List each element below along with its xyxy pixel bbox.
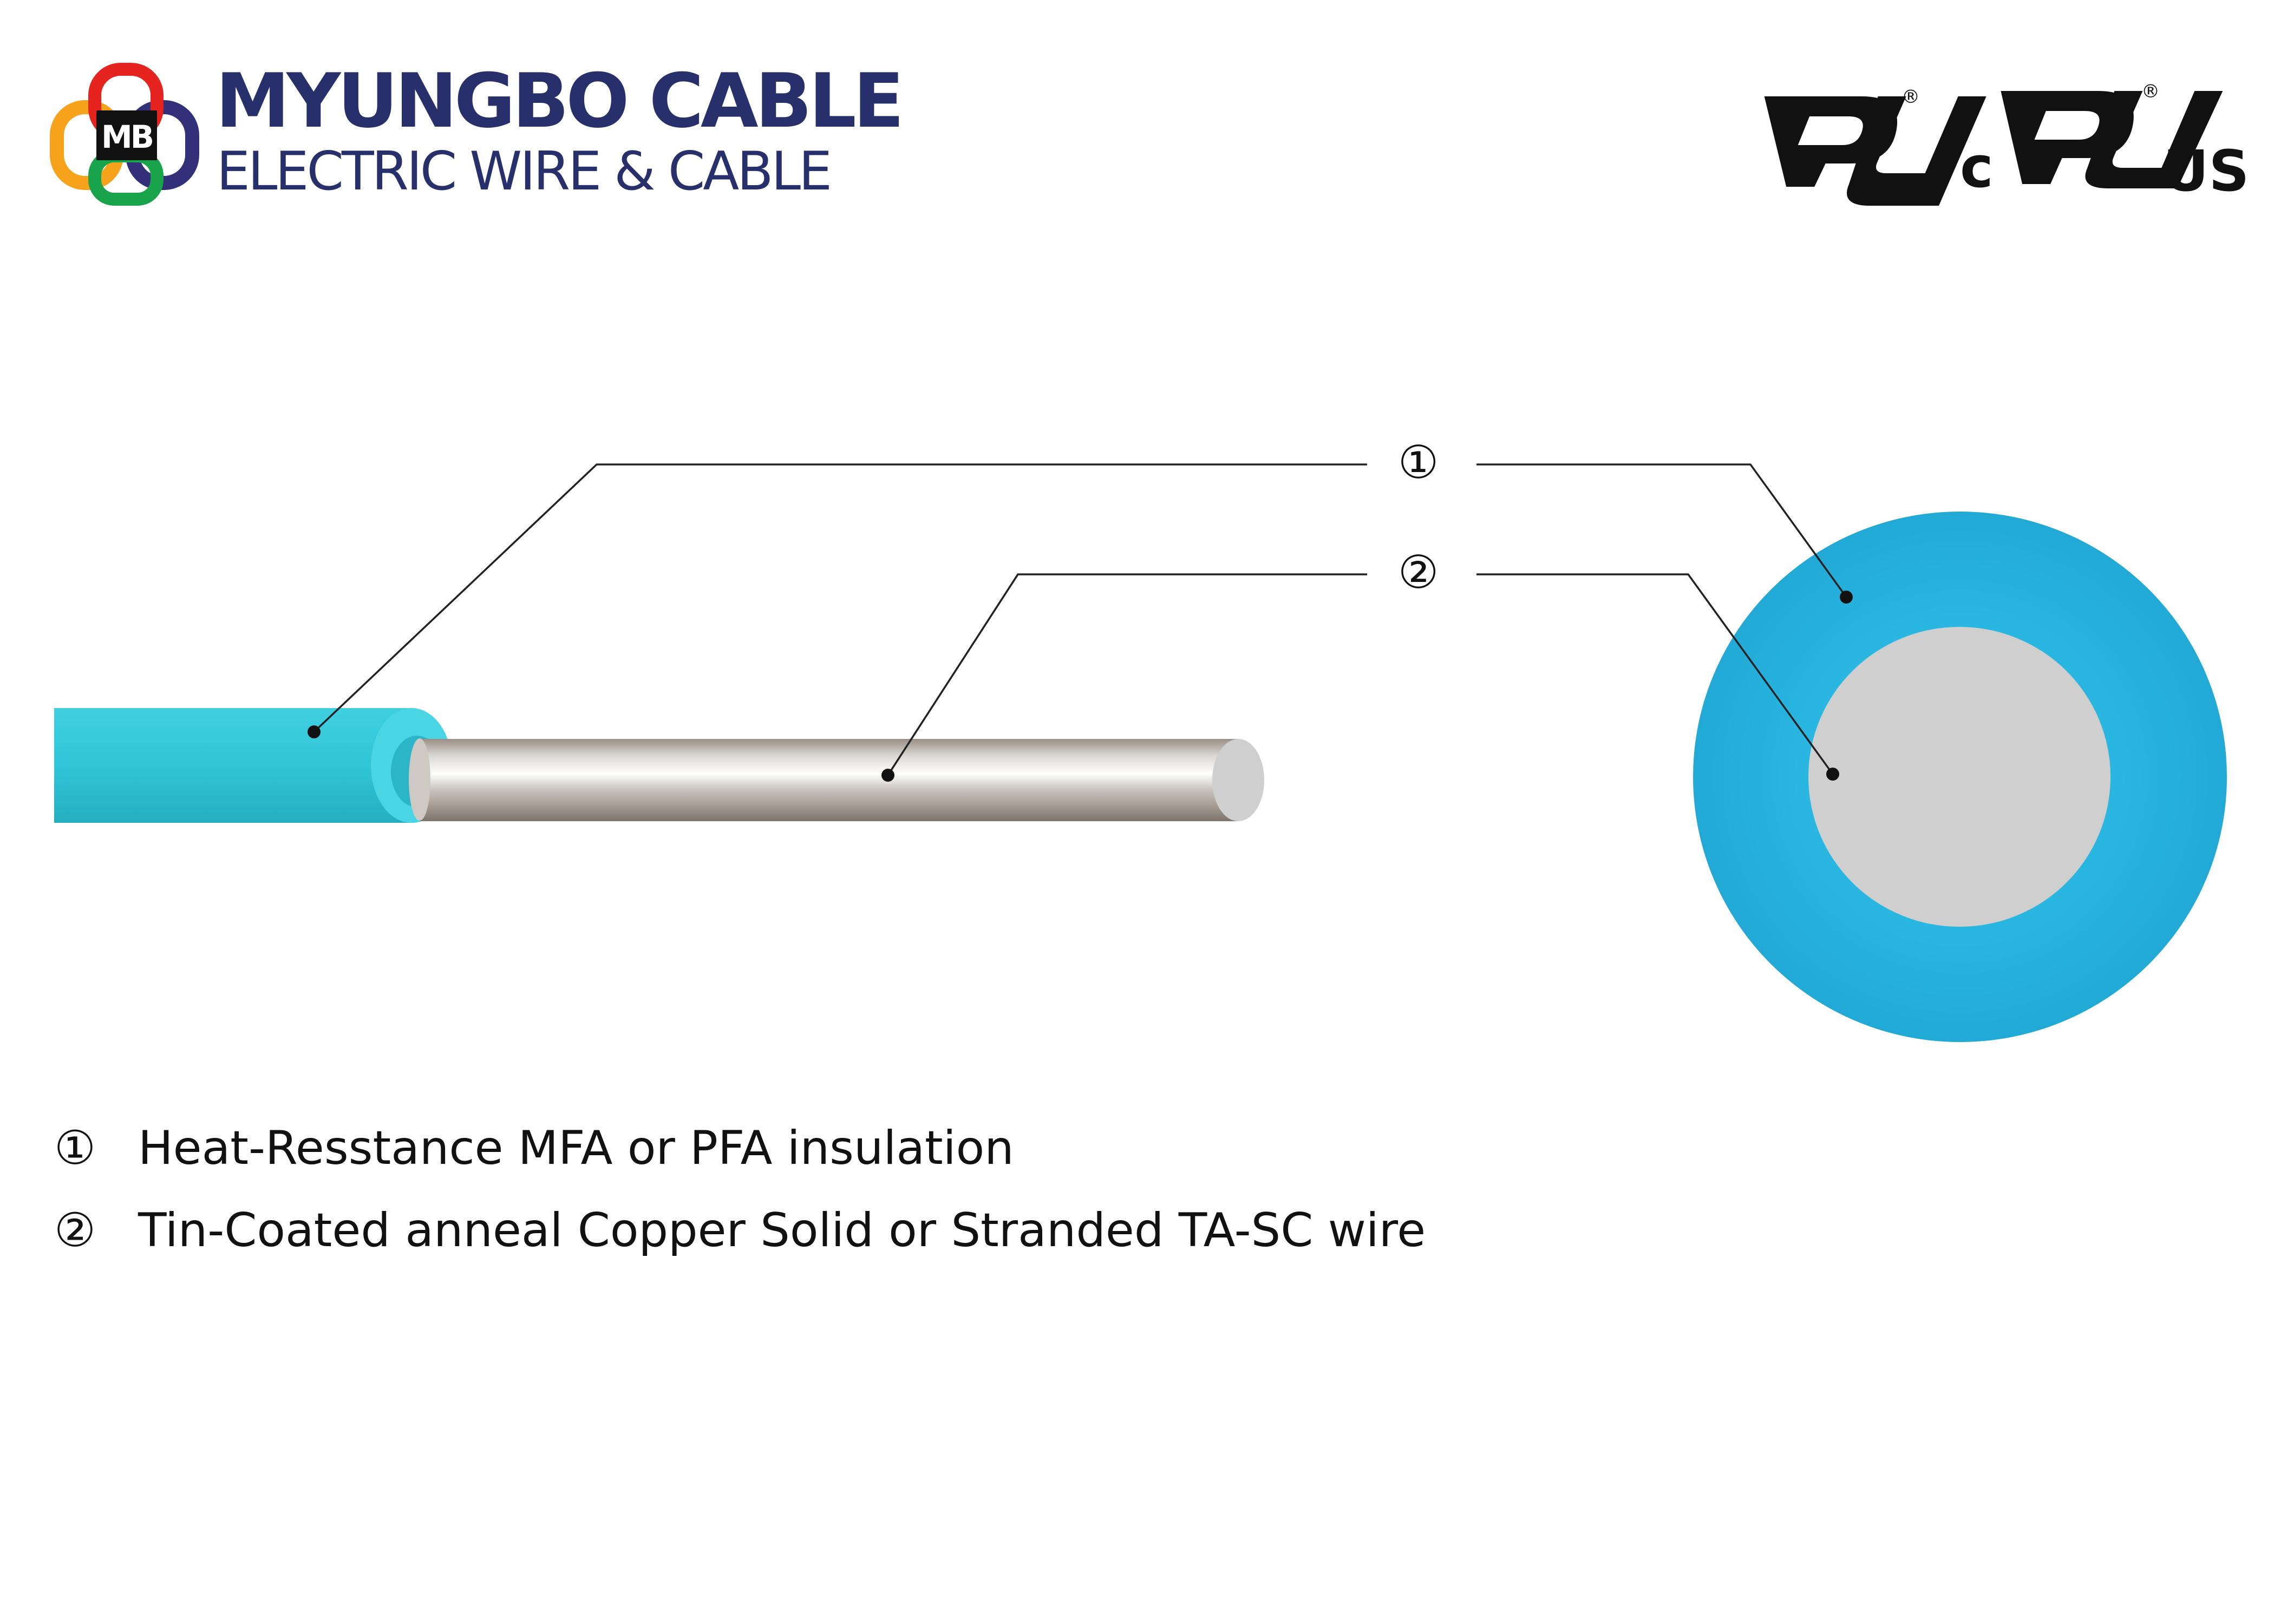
company-name: MYUNGBO CABLE <box>215 57 904 145</box>
registered-symbol: ® <box>1901 86 1920 108</box>
logo-initials: MB <box>101 119 153 155</box>
wire-cross-section <box>1693 512 2227 1042</box>
ul-mark-icon <box>1764 96 1987 206</box>
logo-center-block <box>96 110 157 160</box>
legend-text: Heat-Resstance MFA or PFA insulation <box>138 1121 1014 1175</box>
company-tagline: ELECTRIC WIRE & CABLE <box>217 141 832 202</box>
conductor-end-face <box>1212 739 1264 821</box>
leader-dots <box>308 591 1853 782</box>
callout-insulation-number: ① <box>1398 436 1439 489</box>
legend-text: Tin-Coated anneal Copper Solid or Strand… <box>138 1203 1426 1258</box>
insulation-side <box>54 708 452 823</box>
cul-mark-icon <box>2001 91 2223 188</box>
company-logo: MB <box>50 63 199 206</box>
registered-symbol-cul: ® <box>2141 81 2160 102</box>
cul-suffix: US <box>2163 138 2249 204</box>
conductor-side <box>420 739 1237 821</box>
legend-number: ① <box>54 1121 96 1175</box>
leader-lines <box>313 463 1847 776</box>
legend-number: ② <box>54 1203 96 1258</box>
conductor-cross-section <box>1808 627 2110 927</box>
cul-prefix: c <box>1960 134 1994 200</box>
wire-side-view <box>54 708 1264 823</box>
callout-conductor-number: ② <box>1398 546 1439 599</box>
